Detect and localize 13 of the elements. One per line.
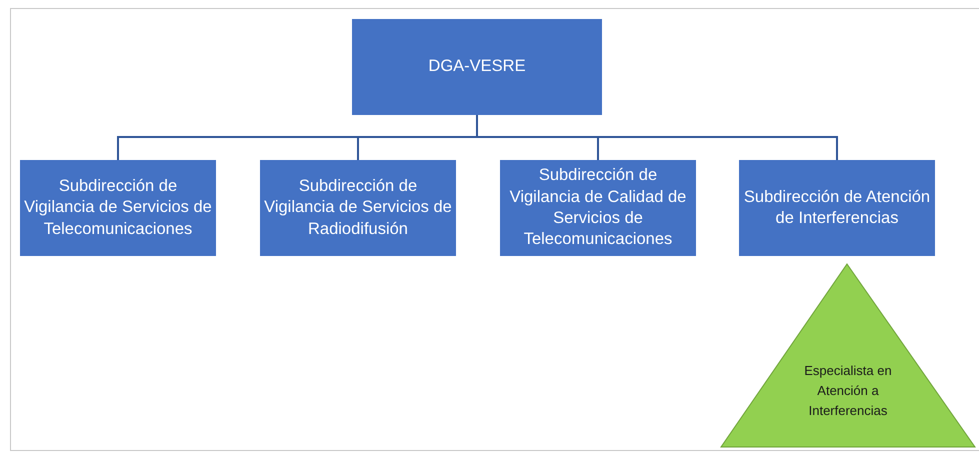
department-box [500, 160, 696, 256]
node-label: Subdirección de Vigilancia de Calidad de Servicios de Telecomunicaciones [508, 165, 688, 250]
connector-line [476, 115, 838, 160]
node-label: Subdirección de Vigilancia de Servicios de Telecomunicaciones [23, 176, 213, 240]
specialist-triangle [720, 263, 976, 448]
director-box [352, 19, 602, 115]
department-box [260, 160, 456, 256]
department-box [20, 160, 216, 256]
node-label: Subdirección de Atención de Interferencias [742, 186, 932, 229]
department-box [739, 160, 935, 256]
node-label: Especialista en Atención a Interferencias [803, 362, 893, 420]
node-label: DGA-VESRE [427, 56, 527, 78]
node-label: Subdirección de Vigilancia de Servicios de Radiodifusión [263, 176, 453, 240]
